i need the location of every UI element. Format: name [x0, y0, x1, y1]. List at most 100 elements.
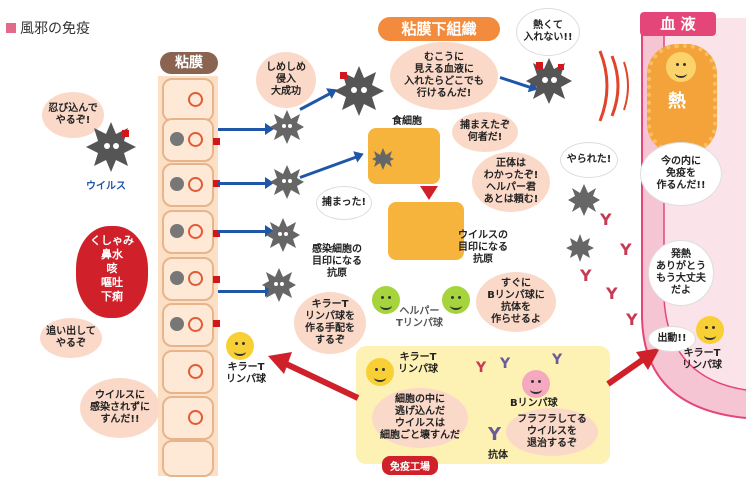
antibody-label: 抗体: [488, 450, 508, 461]
infected-mark-label: 感染細胞の 目印になる 抗原: [312, 244, 362, 279]
antibody-icon: Y: [580, 266, 592, 285]
b-cell: [522, 370, 550, 398]
virus-icon: [334, 66, 384, 120]
cell-nucleus: [188, 92, 203, 107]
bubble-too-hot: 熱くて 入れない!!: [516, 8, 580, 56]
title-text: 風邪の免疫: [20, 21, 90, 37]
cell-nucleus: [188, 132, 203, 147]
bubble-deploy: 出動!!: [648, 326, 696, 352]
cell-nucleus: [188, 271, 203, 286]
antibody-icon: Y: [606, 284, 618, 303]
virus-icon: [170, 271, 184, 285]
antibody-icon: Y: [476, 360, 487, 376]
mucosa-cell: [162, 396, 214, 440]
bubble-sneak-in: 忍び込んで やるぞ!: [42, 92, 104, 138]
virus-icon: [262, 268, 296, 306]
antibody-icon: Y: [626, 310, 638, 329]
captured-virus-icon: [372, 148, 394, 174]
killer-t-cell: [696, 316, 724, 344]
mucosa-cell: [162, 118, 214, 162]
helper-label: ヘルパー Tリンパ球: [396, 306, 443, 329]
bubble-got-me: やられた!: [560, 142, 618, 178]
bubble-caught: 捕まえたぞ 何者だ!: [452, 112, 518, 152]
virus-icon: [566, 234, 594, 266]
bubble-destroy-cells: 細胞の中に 逃げ込んだ ウイルスは 細胞ごと壊すんだ: [372, 388, 468, 448]
phagocyte-label: 食細胞: [392, 116, 422, 127]
symptom-item: 咳: [106, 262, 118, 275]
virus-mark-label: ウイルスの 目印になる 抗原: [458, 230, 508, 265]
symptom-item: 鼻水: [101, 248, 123, 261]
virus-icon: [526, 58, 572, 108]
bubble-b-make-antibody: すぐに Bリンパ球に 抗体を 作らせるよ: [476, 272, 556, 332]
arrow-down-red: [420, 186, 438, 200]
phagocyte-cell: [388, 202, 464, 260]
bubble-fluffy: フラフラしてる ウイルスを 退治するぞ: [506, 408, 598, 456]
antibody-icon: Y: [620, 240, 632, 259]
antigen-marker: [213, 138, 220, 145]
arrow-to-blood-red: [604, 340, 664, 394]
antibody-icon: Y: [488, 424, 502, 445]
virus-icon: [170, 177, 184, 191]
virus-icon: [270, 165, 304, 203]
cell-nucleus: [188, 177, 203, 192]
arrow-right: [218, 123, 274, 135]
antigen-marker: [213, 180, 220, 187]
bubble-fever-thanks: 発熱 ありがとう もう大丈夫 だよ: [648, 240, 714, 306]
mucosa-cell: [162, 303, 214, 347]
cell-nucleus: [188, 317, 203, 332]
helper-t-cell: [372, 286, 400, 314]
cell-nucleus: [188, 364, 203, 379]
arrow-to-phagocyte: [299, 155, 357, 179]
mucosa-cell: [162, 163, 214, 207]
virus-icon: [266, 218, 300, 256]
killer-t-cell: [366, 358, 394, 386]
cell-nucleus: [188, 224, 203, 239]
antigen-marker: [213, 320, 220, 327]
killer-t-label-factory: キラーT リンパ球: [398, 352, 438, 375]
mucosa-cell: [162, 440, 214, 477]
virus-icon: [568, 184, 600, 220]
antigen-marker: [213, 276, 220, 283]
heat-face: [666, 52, 696, 82]
antibody-icon: Y: [500, 356, 511, 372]
heat-label: 熱: [668, 91, 686, 112]
antibody-icon: Y: [600, 210, 612, 229]
blood-header: 血 液: [640, 12, 716, 36]
symptom-item: くしゃみ: [90, 234, 134, 247]
bubble-not-infected: ウイルスに 感染されずに すんだ!!: [80, 378, 160, 438]
page-title: 風邪の免疫: [6, 18, 90, 38]
b-cell-label: Bリンパ球: [510, 398, 558, 409]
mucosa-cell: [162, 257, 214, 301]
virus-icon: [170, 224, 184, 238]
virus-icon: [170, 317, 184, 331]
arrow-right: [218, 177, 274, 189]
killer-t-cell: [226, 332, 254, 360]
killer-t-label-right: キラーT リンパ球: [682, 348, 722, 371]
virus-icon: [170, 132, 184, 146]
bubble-make-immunity: 今の内に 免疫を 作るんだ!!: [640, 142, 722, 206]
bubble-invasion-success: しめしめ 侵入 大成功: [256, 52, 316, 108]
factory-label: 免疫工場: [382, 456, 438, 475]
symptom-item: 嘔吐: [101, 276, 123, 289]
virus-icon: [270, 110, 304, 148]
symptom-item: 下痢: [101, 290, 123, 303]
heat-waves: [592, 46, 632, 130]
arrow-to-mucosa: [262, 346, 362, 410]
helper-t-cell: [442, 286, 470, 314]
bubble-blood-talk: むこうに 見える血液に 入れたらどこでも 行けるんだ!: [390, 42, 498, 110]
mucosa-cell: [162, 78, 214, 122]
antigen-marker: [213, 230, 220, 237]
arrow-right: [218, 225, 274, 237]
symptoms-bubble: くしゃみ 鼻水 咳 嘔吐 下痢: [76, 226, 148, 318]
mucosa-header: 粘膜: [160, 52, 218, 74]
virus-label: ウイルス: [86, 181, 126, 192]
mucosa-cell: [162, 210, 214, 254]
bubble-expel: 追い出して やるぞ: [40, 318, 102, 358]
bubble-captured: 捕まった!: [316, 186, 372, 220]
virus-icon: [86, 122, 136, 176]
arrow-right: [218, 285, 274, 297]
cell-nucleus: [188, 410, 203, 425]
killer-t-label-left: キラーT リンパ球: [226, 362, 266, 385]
title-marker: [6, 23, 16, 33]
submucosa-header: 粘膜下組織: [378, 17, 500, 41]
